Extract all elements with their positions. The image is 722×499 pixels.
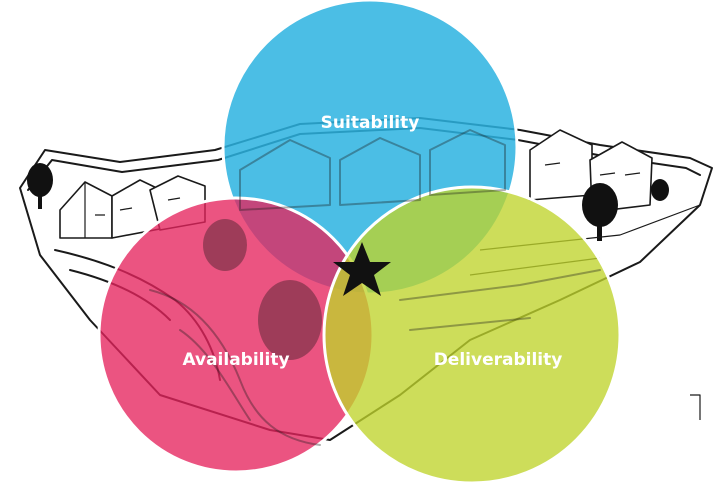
star-icon	[333, 242, 391, 296]
venn-circles	[97, 0, 622, 485]
availability-label: Availability	[182, 350, 289, 370]
deliverability-label: Deliverability	[434, 350, 563, 370]
sketch-overlay-lines	[149, 129, 601, 446]
deliverability-circle[interactable]	[322, 185, 622, 485]
suitability-label: Suitability	[321, 113, 420, 133]
